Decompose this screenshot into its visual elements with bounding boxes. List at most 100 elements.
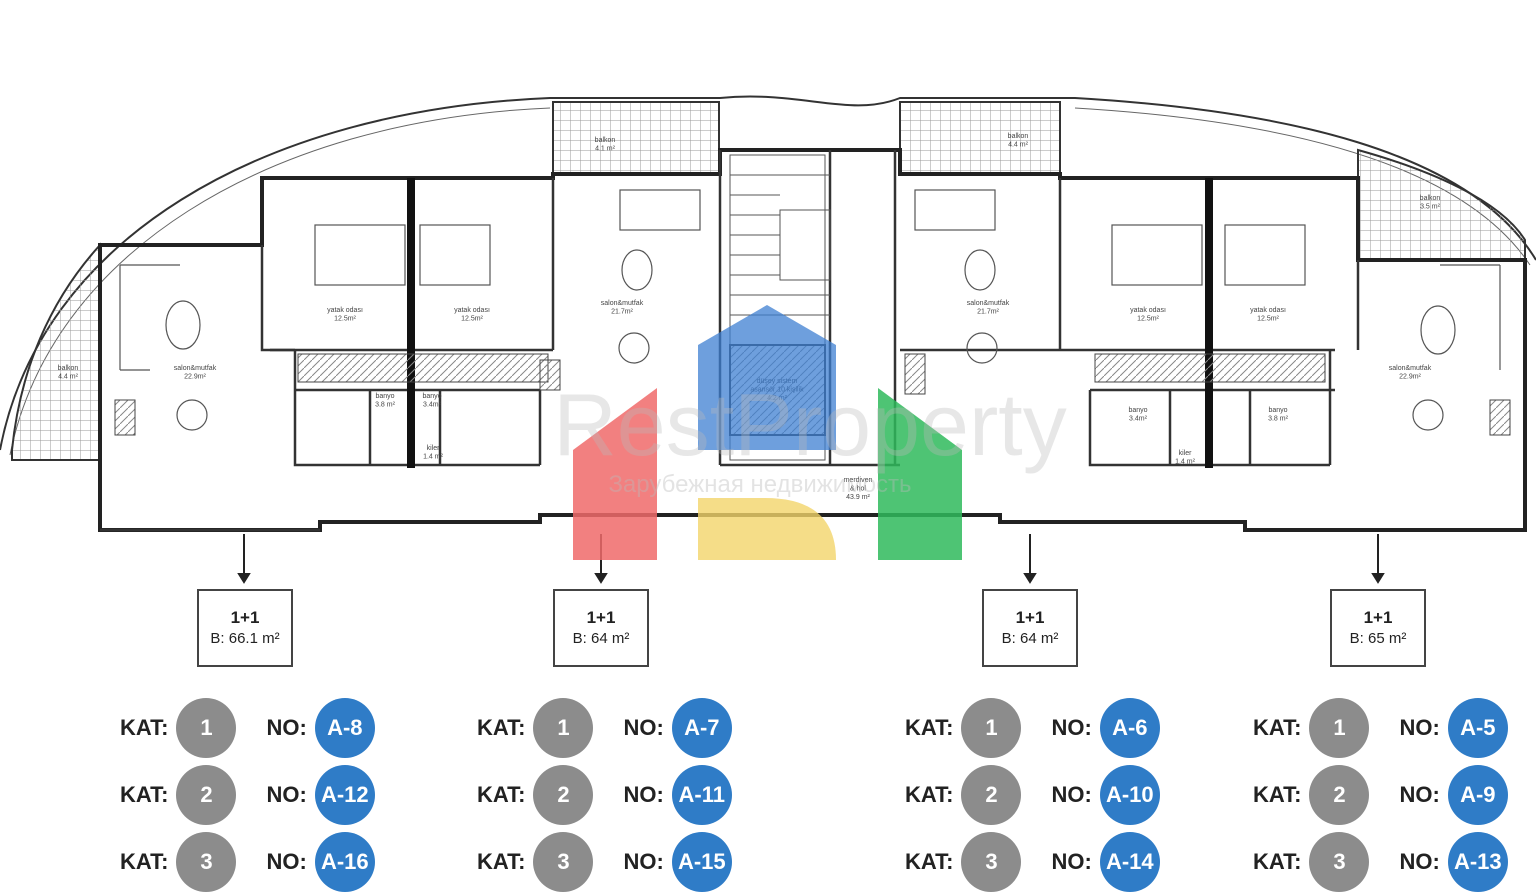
unit-number-badge: A-15	[671, 832, 732, 892]
unit-row: KAT: 2 NO: A-9	[1253, 765, 1508, 825]
kat-label: KAT:	[905, 849, 954, 874]
unit-number-badge: A-7	[671, 698, 732, 758]
unit-row: KAT: 1 NO: A-5	[1253, 698, 1508, 758]
floor-number-badge: 2	[1309, 765, 1370, 825]
floor-number-badge: 1	[1309, 698, 1370, 758]
unit-row: KAT: 1 NO: A-6	[905, 698, 1160, 758]
balcony-top-right	[899, 101, 1061, 175]
unit-type-rooms: 1+1	[1015, 608, 1045, 627]
kat-label: KAT:	[1253, 715, 1302, 740]
unit-number-badge: A-16	[314, 832, 375, 892]
kat-label: KAT:	[477, 849, 526, 874]
unit-number-badge: A-10	[1099, 765, 1160, 825]
no-label: NO:	[1051, 782, 1092, 807]
kat-label: KAT:	[905, 715, 954, 740]
unit-number-badge: A-5	[1447, 698, 1508, 758]
unit-row: KAT: 3 NO: A-14	[905, 832, 1160, 892]
unit-type-rooms: 1+1	[1363, 608, 1393, 627]
no-label: NO:	[623, 849, 664, 874]
unit-row: KAT: 2 NO: A-11	[477, 765, 732, 825]
floor-number-badge: 3	[533, 832, 594, 892]
floor-number-badge: 3	[176, 832, 237, 892]
kat-label: KAT:	[120, 849, 169, 874]
unit-type-area: B: 66.1 m²	[210, 630, 280, 647]
kat-label: KAT:	[120, 782, 169, 807]
unit-number-badge: A-6	[1099, 698, 1160, 758]
building-walls	[98, 148, 1527, 532]
unit-number-badge: A-11	[671, 765, 732, 825]
kat-label: KAT:	[905, 782, 954, 807]
unit-type-box: 1+1 B: 65 m²	[1330, 589, 1426, 667]
no-label: NO:	[1399, 715, 1440, 740]
kat-label: KAT:	[1253, 849, 1302, 874]
kat-label: KAT:	[477, 715, 526, 740]
balcony-right	[1357, 148, 1526, 261]
unit-type-area: B: 64 m²	[572, 630, 630, 647]
no-label: NO:	[623, 715, 664, 740]
floor-number-badge: 3	[961, 832, 1022, 892]
unit-row: KAT: 3 NO: A-15	[477, 832, 732, 892]
unit-row: KAT: 2 NO: A-10	[905, 765, 1160, 825]
unit-number-badge: A-12	[314, 765, 375, 825]
no-label: NO:	[266, 782, 307, 807]
floor-number-badge: 2	[176, 765, 237, 825]
unit-row: KAT: 2 NO: A-12	[120, 765, 375, 825]
unit-type-box: 1+1 B: 66.1 m²	[197, 589, 293, 667]
unit-number-badge: A-14	[1099, 832, 1160, 892]
furniture	[119, 189, 1501, 431]
unit-number-badge: A-8	[314, 698, 375, 758]
unit-row: KAT: 1 NO: A-8	[120, 698, 375, 758]
floor-number-badge: 1	[176, 698, 237, 758]
no-label: NO:	[1051, 849, 1092, 874]
kat-label: KAT:	[477, 782, 526, 807]
no-label: NO:	[1399, 782, 1440, 807]
kat-label: KAT:	[120, 715, 169, 740]
balcony-top-left	[552, 101, 720, 175]
unit-type-area: B: 64 m²	[1001, 630, 1059, 647]
no-label: NO:	[623, 782, 664, 807]
no-label: NO:	[266, 715, 307, 740]
no-label: NO:	[1399, 849, 1440, 874]
kat-label: KAT:	[1253, 782, 1302, 807]
terrace-outline	[0, 95, 1536, 451]
interior-walls	[100, 150, 1360, 532]
balcony-left	[11, 242, 101, 461]
floor-number-badge: 1	[533, 698, 594, 758]
unit-arrows	[237, 534, 1385, 584]
unit-number-badge: A-13	[1447, 832, 1508, 892]
unit-row: KAT: 1 NO: A-7	[477, 698, 732, 758]
unit-type-rooms: 1+1	[230, 608, 260, 627]
no-label: NO:	[266, 849, 307, 874]
unit-number-badge: A-9	[1447, 765, 1508, 825]
unit-type-box: 1+1 B: 64 m²	[553, 589, 649, 667]
unit-type-box: 1+1 B: 64 m²	[982, 589, 1078, 667]
unit-type-rooms: 1+1	[586, 608, 616, 627]
floor-number-badge: 2	[533, 765, 594, 825]
floor-number-badge: 2	[961, 765, 1022, 825]
unit-type-area: B: 65 m²	[1349, 630, 1407, 647]
unit-row: KAT: 3 NO: A-16	[120, 832, 375, 892]
floor-number-badge: 1	[961, 698, 1022, 758]
no-label: NO:	[1051, 715, 1092, 740]
